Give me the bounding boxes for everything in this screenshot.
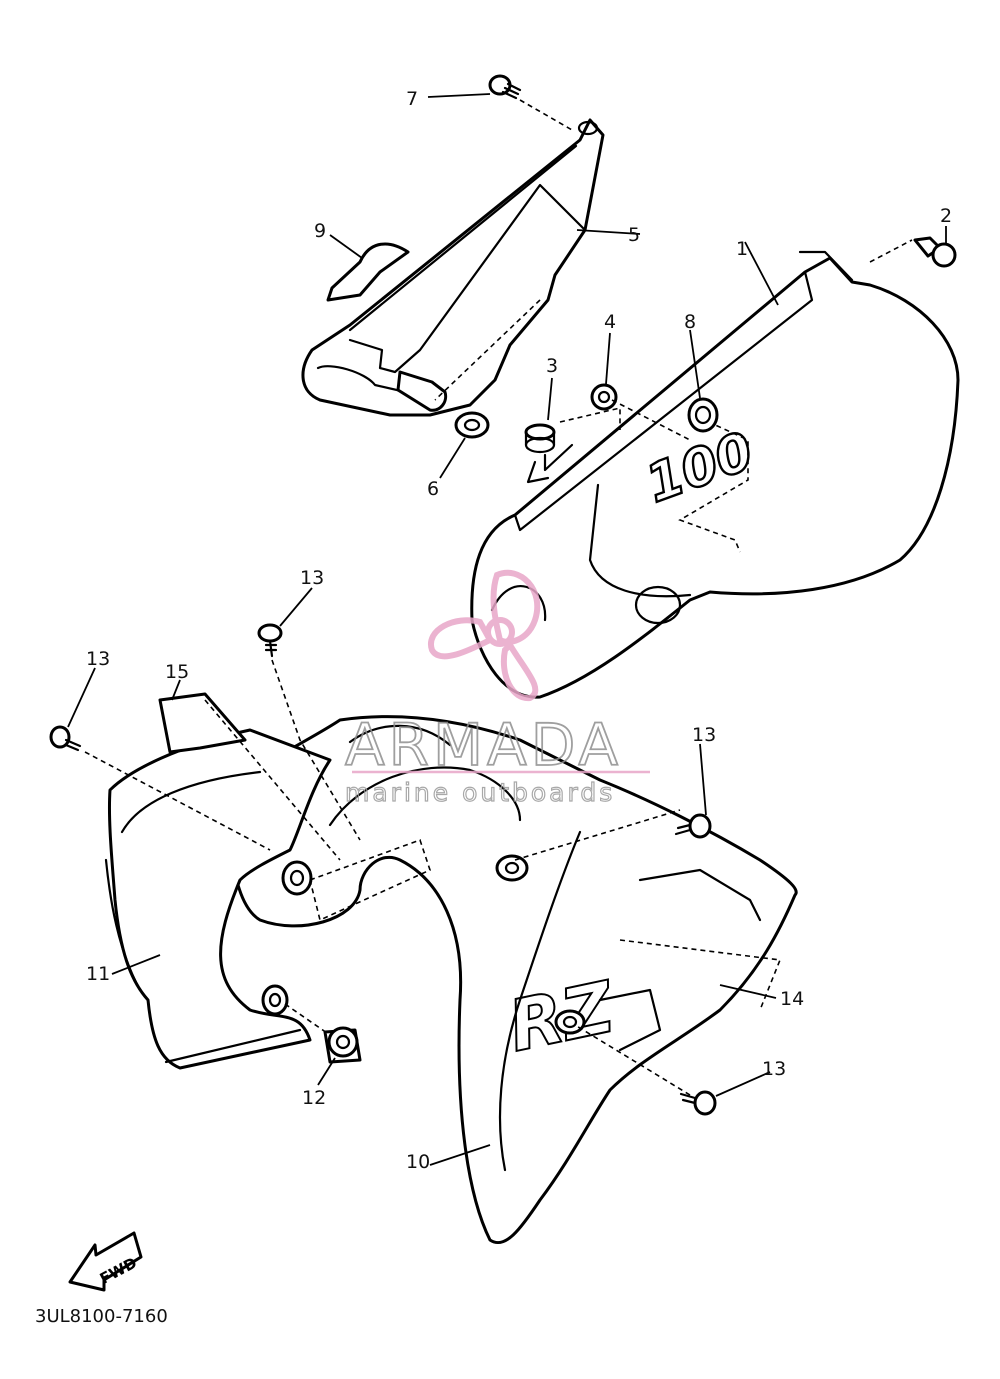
callout-13-bottom: 13 <box>762 1058 786 1080</box>
bolt-7 <box>488 74 522 100</box>
callout-2: 2 <box>940 205 952 227</box>
bolt-13-c <box>674 813 712 839</box>
forward-arrow: FWD <box>68 1231 143 1292</box>
callout-13-right: 13 <box>692 724 716 746</box>
callout-5: 5 <box>628 224 640 246</box>
callout-14: 14 <box>780 988 804 1010</box>
alignment-lines <box>84 99 913 1096</box>
callout-10: 10 <box>406 1151 430 1173</box>
grommet-4 <box>590 383 618 411</box>
callout-9: 9 <box>314 220 326 242</box>
callout-13-top: 13 <box>300 567 324 589</box>
grommet-8 <box>687 397 719 433</box>
callout-15: 15 <box>165 661 189 683</box>
watermark-tagline: marine outboards <box>345 778 615 807</box>
propeller-logo <box>428 569 541 702</box>
bolt-13-a <box>257 623 283 658</box>
callout-12: 12 <box>302 1087 326 1109</box>
bolt-2 <box>913 236 957 268</box>
bolt-13-d <box>679 1090 717 1116</box>
callout-labels: 1 2 3 4 5 6 7 8 9 10 11 12 13 13 13 13 1… <box>86 88 952 1173</box>
callout-8: 8 <box>684 311 696 333</box>
grommet-3 <box>524 423 574 484</box>
side-cover-right: 100 <box>470 250 960 699</box>
side-shroud <box>104 728 332 1070</box>
damper-12 <box>261 984 362 1064</box>
callout-7: 7 <box>406 88 418 110</box>
leader-lines <box>67 93 947 1166</box>
grommets-on-cover <box>281 854 586 1035</box>
panel-15 <box>158 692 247 754</box>
callout-11: 11 <box>86 963 110 985</box>
grommet-6 <box>454 411 490 439</box>
bolt-13-b <box>49 725 82 752</box>
callout-6: 6 <box>427 478 439 500</box>
watermark-brand: ARMADA <box>345 711 622 779</box>
callout-3: 3 <box>546 355 558 377</box>
watermark: ARMADA marine outboards <box>344 569 650 808</box>
callout-13-left: 13 <box>86 648 110 670</box>
drawing-code: 3UL8100-7160 <box>35 1306 168 1327</box>
callout-4: 4 <box>604 311 616 333</box>
callout-1: 1 <box>736 238 748 260</box>
